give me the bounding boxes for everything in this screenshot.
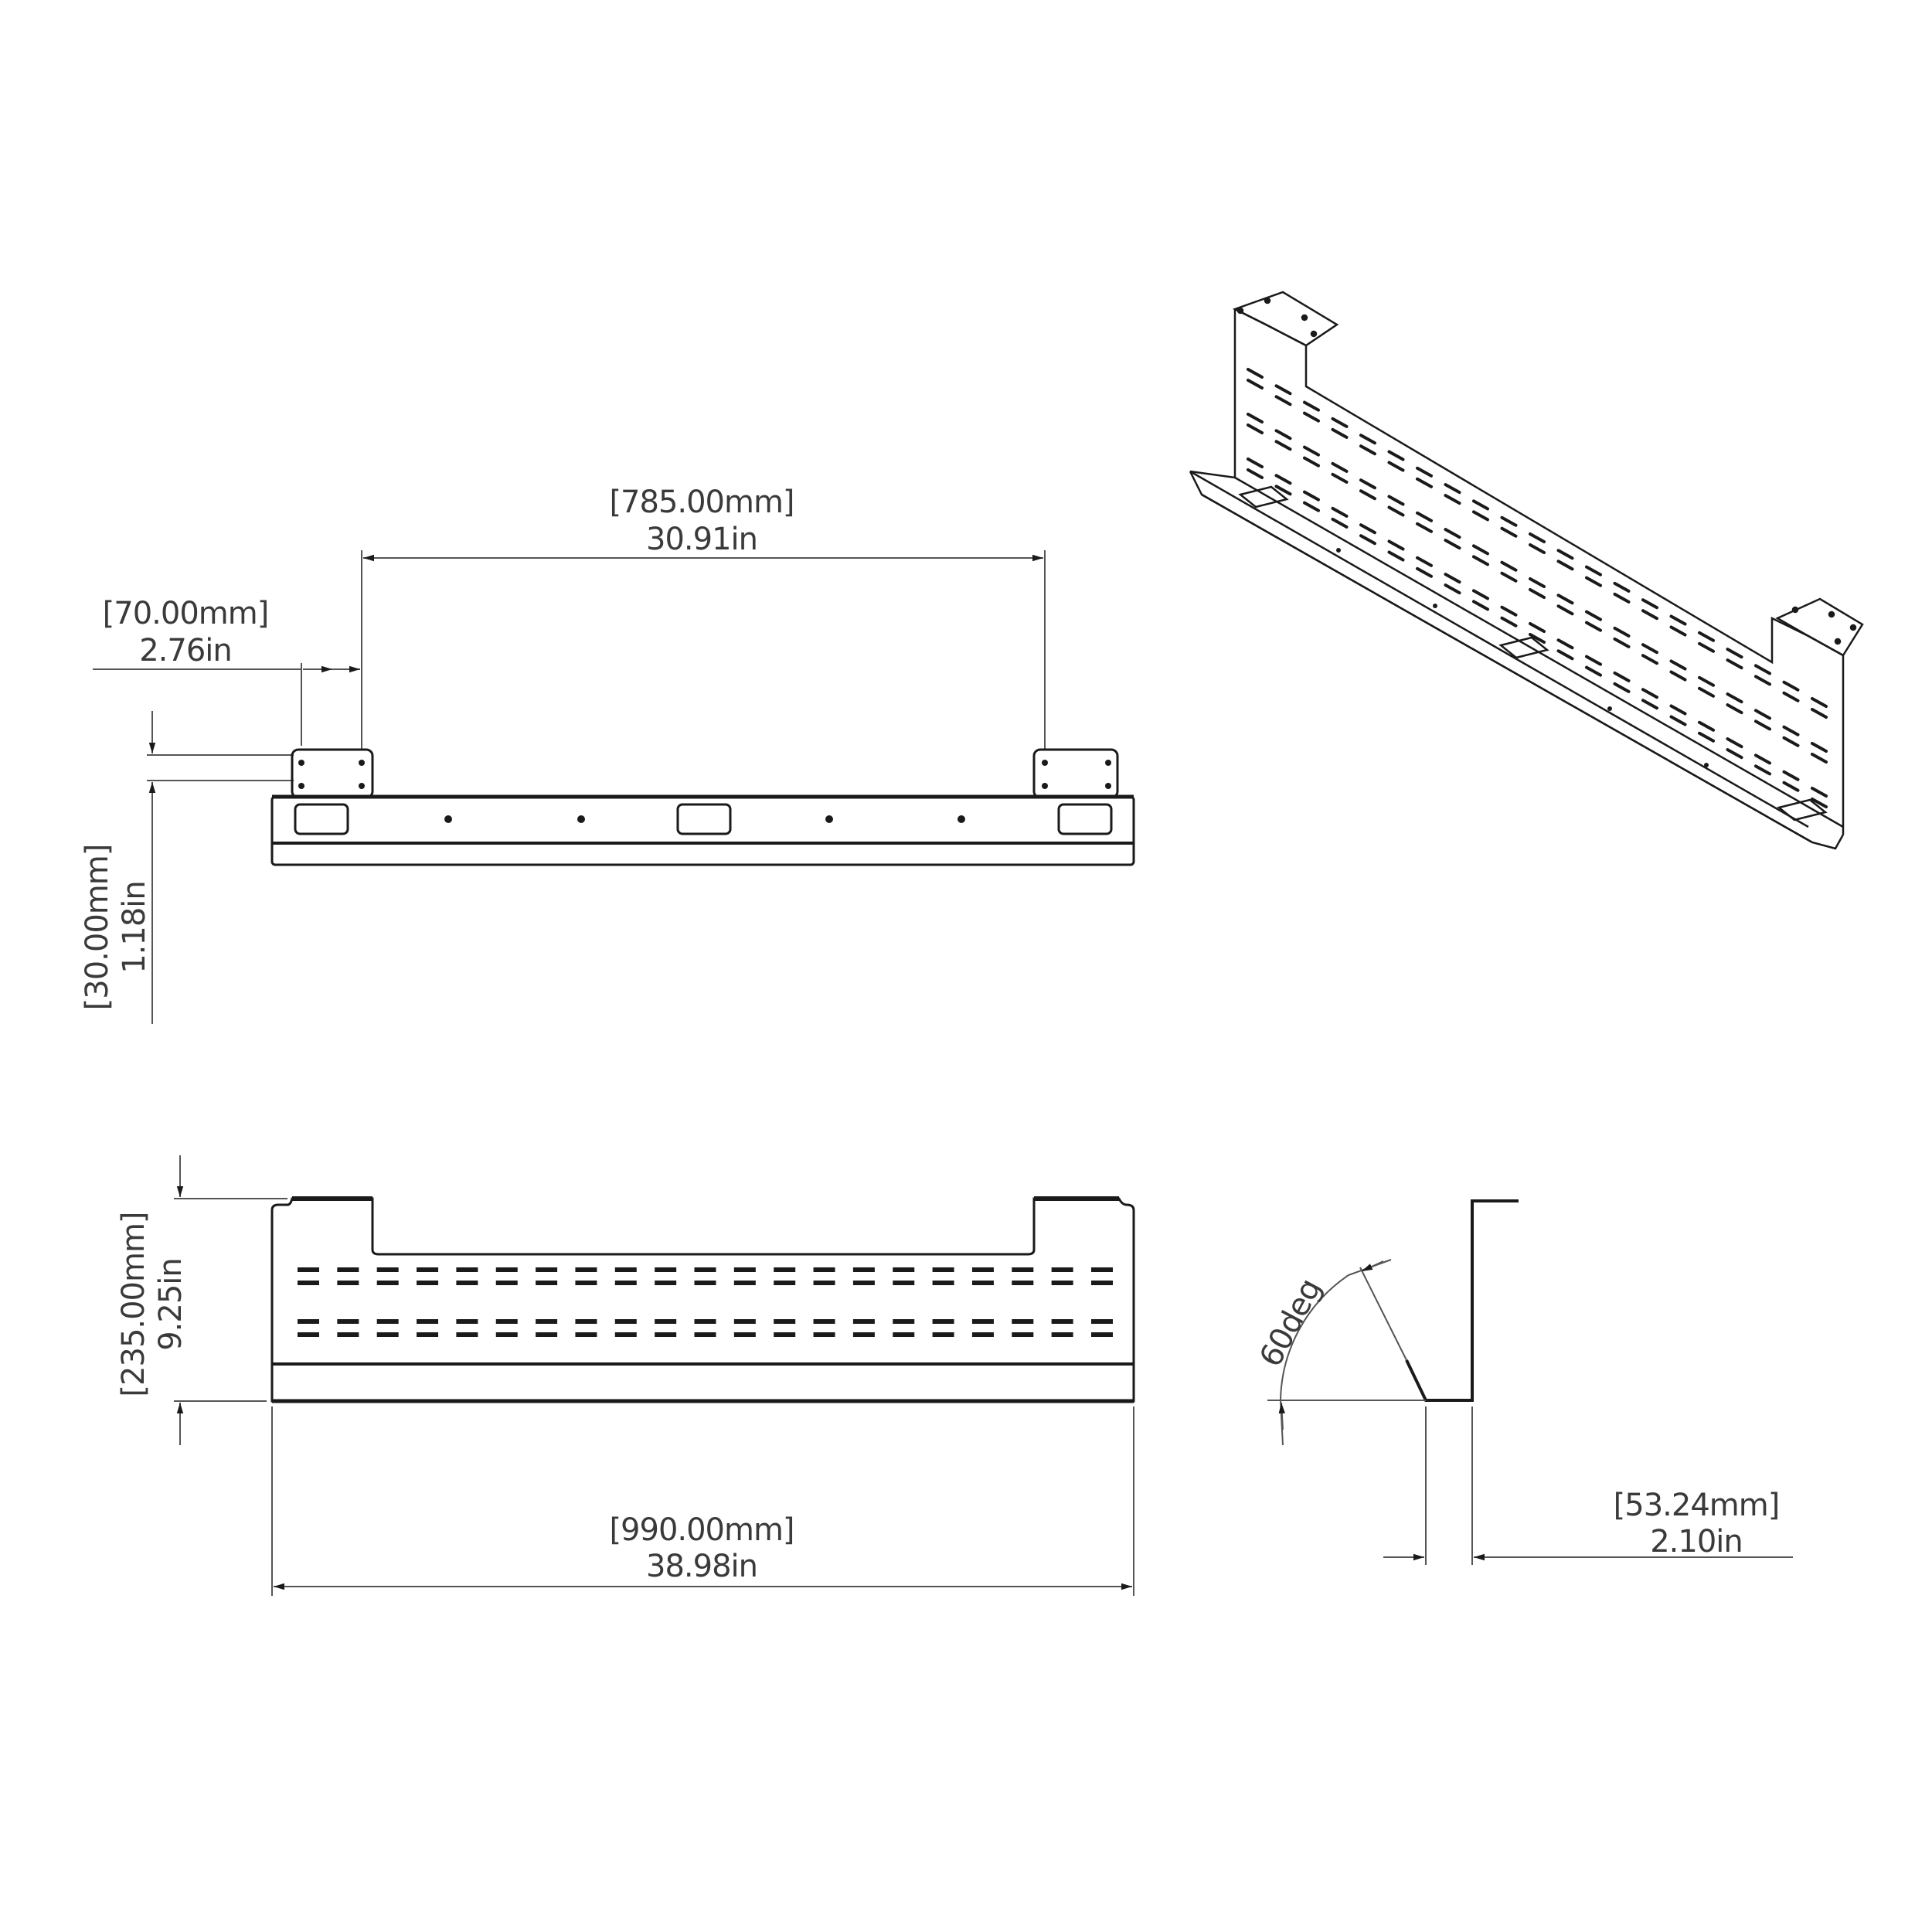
isometric-slots: [1247, 368, 1828, 808]
dim-70-in: 2.76in: [139, 633, 233, 668]
front-top-view: [93, 550, 1135, 1024]
dim-990-in: 38.98in: [646, 1549, 758, 1584]
dim-235-in: 9.25in: [153, 1258, 189, 1351]
dim-30-mm: [30.00mm]: [80, 844, 115, 1011]
elevation-slots: [298, 1267, 1113, 1337]
dim-785-in: 30.91in: [646, 522, 758, 557]
tab-screw-holes: [298, 760, 1111, 789]
dim-990-mm: [990.00mm]: [609, 1512, 794, 1548]
dimension-70: [93, 663, 360, 746]
isometric-view: [1189, 291, 1864, 850]
cable-port-left: [294, 803, 349, 835]
dim-785-mm: [785.00mm]: [609, 485, 794, 520]
elevation-view: [174, 1155, 1135, 1596]
dimension-53: [1383, 1406, 1793, 1565]
dim-235-mm: [235.00mm]: [116, 1212, 151, 1397]
body-screw-holes: [444, 815, 965, 823]
dim-30-in: 1.18in: [117, 881, 152, 974]
dimension-990: [271, 1406, 1134, 1596]
side-profile-view: [1267, 1199, 1793, 1565]
dimension-30: [147, 711, 294, 1024]
dim-53-in: 2.10in: [1650, 1524, 1743, 1560]
dimension-angle: [1267, 1259, 1426, 1446]
cable-port-right: [1057, 803, 1113, 835]
dim-53-mm: [53.24mm]: [1613, 1488, 1781, 1523]
dimension-235: [174, 1155, 287, 1445]
dimension-785: [361, 550, 1046, 750]
cable-port-center: [676, 803, 732, 835]
dim-70-mm: [70.00mm]: [102, 596, 270, 631]
